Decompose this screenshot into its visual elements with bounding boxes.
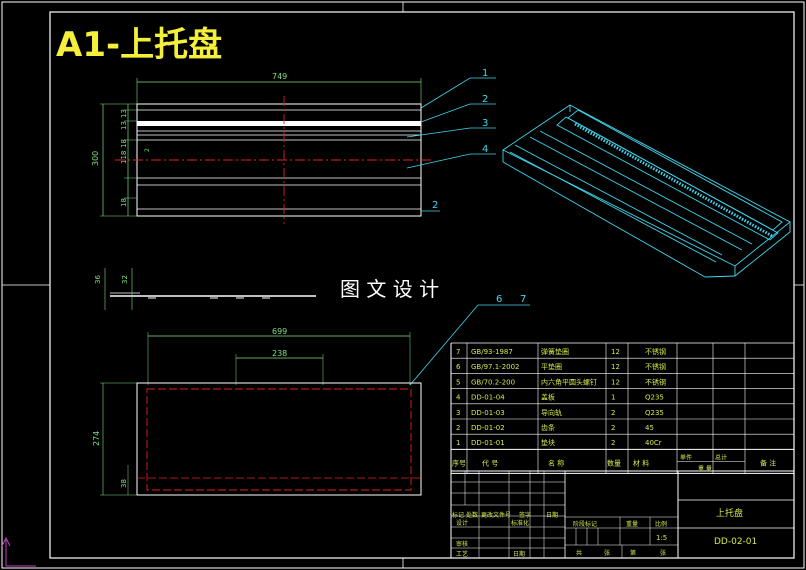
bom-cell-code: DD-01-02 [471, 424, 505, 432]
tb-label-sheetno: 第 [630, 549, 636, 557]
bom-cell-qty: 1 [611, 394, 615, 402]
side-view: 36 32 [94, 268, 316, 310]
dim-overall-height: 300 [91, 151, 100, 166]
bom-cell-code: DD-01-03 [471, 409, 505, 417]
tb-label-total: 共 [576, 549, 582, 557]
dim-left-5: 18 [120, 198, 128, 207]
bom-header-qty: 数量 [607, 458, 621, 467]
bom-cell-name: 盖板 [541, 393, 555, 402]
balloon-6: 6 [496, 294, 502, 305]
bom-header-total: 总计 [715, 453, 727, 461]
balloon-4: 4 [482, 144, 488, 155]
dim-overall-width: 749 [272, 72, 287, 81]
bom-cell-no: 7 [456, 348, 460, 356]
bom-header-name: 名 称 [548, 458, 564, 467]
bom-cell-no: 1 [456, 439, 460, 447]
bom-cell-code: GB/70.2-200 [471, 378, 515, 386]
tb-label-change: 更改文件号 [481, 511, 511, 519]
tb-label-review: 审核 [456, 540, 468, 548]
bom-cell-name: 内六角平圆头螺钉 [541, 377, 597, 386]
dim-left-2: 13 [120, 121, 128, 130]
tb-label-weight: 重量 [626, 520, 638, 528]
tb-label-sign: 签字 [519, 511, 531, 519]
dim-left-4: 118 [120, 151, 128, 164]
tb-label-process: 工艺 [456, 550, 468, 558]
bom-cell-qty: 12 [611, 378, 620, 386]
bom-cell-name: 平垫圈 [541, 362, 562, 371]
bom-cell-code: DD-01-01 [471, 439, 505, 447]
bom-cell-material: 不锈钢 [645, 377, 666, 386]
bom-cell-qty: 2 [611, 409, 615, 417]
bom-cell-name: 垫块 [541, 438, 555, 447]
bom-cell-code: DD-01-04 [471, 394, 505, 402]
tb-label-scale: 比例 [655, 520, 667, 528]
title-block: 标记 处数 更改文件号 签字 日期 设计 标准化 审核 工艺 日期 阶段标记 重… [450, 470, 795, 559]
isometric-view [502, 104, 791, 278]
bottom-dim-spacing: 238 [272, 349, 287, 358]
bom-cell-name: 齿条 [541, 423, 555, 432]
bom-cell-material: 45 [645, 424, 654, 432]
tb-label-date2: 日期 [513, 550, 525, 558]
bom-cell-qty: 2 [611, 439, 615, 447]
tb-label-std: 标准化 [511, 519, 529, 527]
bom-cell-material: Q235 [645, 394, 664, 402]
tb-label-design: 设计 [456, 519, 468, 527]
tb-label-mark: 标记 [452, 511, 464, 519]
part-name: 上托盘 [716, 507, 743, 519]
tb-label-count: 处数 [466, 511, 478, 519]
bom-header-note: 备 注 [760, 458, 776, 467]
side-dim-2: 32 [121, 275, 129, 284]
bom-cell-no: 6 [456, 363, 461, 371]
drawing-number: DD-02-01 [714, 537, 757, 547]
bom-header-material: 材 料 [633, 458, 649, 467]
balloon-3: 3 [482, 118, 488, 129]
bom-cell-code: GB/97.1-2002 [471, 363, 520, 371]
side-dim-1: 36 [94, 275, 102, 284]
bottom-dim-height: 274 [92, 431, 101, 446]
bom-cell-qty: 12 [611, 363, 620, 371]
tb-label-date: 日期 [546, 511, 558, 519]
bom-cell-no: 2 [456, 424, 460, 432]
bom-header-no: 序号 [452, 458, 466, 467]
bottom-view: 699 238 274 38 [92, 327, 422, 496]
tb-scale-value: 1:5 [656, 534, 667, 542]
balloon-1: 1 [482, 68, 488, 79]
dim-left-3: 18 [120, 139, 128, 148]
bom-cell-no: 5 [456, 378, 460, 386]
balloon-2: 2 [482, 94, 488, 105]
bom-header-weight: 重 量 [698, 464, 712, 472]
front-view: 749 300 13 13 18 118 18 2 [91, 68, 496, 224]
balloon-2b: 2 [432, 200, 438, 211]
balloon-7: 7 [520, 294, 526, 305]
bom-cell-code: GB/93-1987 [471, 348, 513, 356]
bom-cell-no: 4 [456, 394, 461, 402]
drawing-title: A1-上托盘 [56, 25, 222, 65]
bom-cell-name: 导向轨 [541, 408, 562, 417]
bom-header-unit: 单件 [680, 453, 692, 461]
bottom-dim-edge: 38 [120, 479, 128, 488]
bom-cell-material: 40Cr [645, 439, 662, 447]
bom-cell-name: 弹簧垫圈 [541, 347, 569, 356]
bom-header-code: 代 号 [482, 458, 498, 467]
bottom-dim-width: 699 [272, 327, 287, 336]
bom-cell-material: 不锈钢 [645, 362, 666, 371]
bom-cell-material: Q235 [645, 409, 664, 417]
ucs-icon [1, 536, 36, 567]
bom-cell-material: 不锈钢 [645, 347, 666, 356]
tb-label-sheets2: 张 [660, 549, 666, 557]
bom-cell-qty: 12 [611, 348, 620, 356]
dim-small: 2 [144, 148, 151, 152]
dim-left-1: 13 [120, 109, 128, 118]
bom-cell-no: 3 [456, 409, 460, 417]
tb-label-stage: 阶段标记 [573, 520, 597, 528]
watermark-text: 图 文 设 计 [340, 277, 439, 301]
bom-cell-qty: 2 [611, 424, 615, 432]
tb-label-sheets: 张 [604, 549, 610, 557]
